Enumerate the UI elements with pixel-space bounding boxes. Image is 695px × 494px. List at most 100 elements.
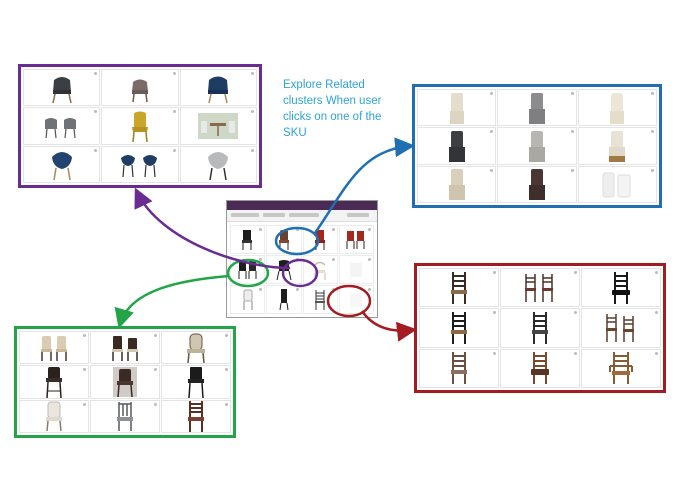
results-grid — [230, 225, 374, 314]
green-connector-arrow — [114, 274, 230, 329]
gray-accent-armchair-icon — [51, 76, 72, 103]
dark-side-chair-pair-icon — [112, 335, 138, 361]
beige-slipcover-chair-icon — [448, 169, 465, 201]
green-sku-5[interactable] — [90, 365, 160, 399]
purple-connector-arrow — [134, 187, 291, 270]
gray-organic-chair-icon — [208, 152, 229, 181]
leather-bar-stool-icon — [46, 366, 62, 398]
ladderback-side-chair-icon — [532, 311, 548, 344]
black-bar-stool-icon — [188, 366, 204, 398]
purple-sku-5[interactable] — [101, 107, 179, 145]
blue-sku-9[interactable] — [577, 165, 657, 203]
purple-sku-1[interactable] — [23, 69, 101, 107]
tufted-bar-chair-icon — [113, 366, 137, 398]
white-upholstered-chair-icon — [46, 401, 62, 432]
red-connector-arrow — [360, 310, 417, 342]
red-sku-4[interactable] — [419, 308, 499, 348]
purple-sku-3[interactable] — [179, 69, 257, 107]
black-dining-chair-icon — [241, 229, 252, 250]
navy-accent-armchair-icon — [208, 76, 229, 103]
light-gray-slipcover-chair-icon — [528, 130, 545, 162]
red-sku-9[interactable] — [581, 348, 661, 388]
white-side-chair-icon — [243, 289, 253, 310]
blue-sku-6[interactable] — [577, 127, 657, 165]
green-sku-7[interactable] — [19, 399, 89, 433]
green-sku-2[interactable] — [90, 331, 160, 365]
red-sku-5[interactable] — [500, 308, 580, 348]
green-sku-1[interactable] — [19, 331, 89, 365]
gray-armchair-pair-icon — [44, 117, 76, 139]
dark-chair-pair-icon — [238, 260, 257, 279]
red-sku-7[interactable] — [419, 348, 499, 388]
blue-sku-1[interactable] — [417, 89, 497, 127]
blue-sku-5[interactable] — [497, 127, 577, 165]
ladderback-chair-icon — [315, 289, 326, 310]
brown-seat-ladderback-icon — [531, 352, 549, 385]
purple-sku-2[interactable] — [101, 69, 179, 107]
result-sku-9[interactable] — [230, 285, 266, 314]
result-sku-11[interactable] — [302, 285, 338, 314]
placeholder-icon — [350, 292, 363, 307]
rustic-ladderback-icon — [451, 352, 467, 385]
dark-brown-slipcover-chair-icon — [528, 169, 545, 201]
red-highlight-ellipse — [326, 284, 372, 318]
cream-skirted-chair-icon — [609, 130, 626, 162]
result-sku-10[interactable] — [266, 285, 302, 314]
blue-connector-arrow — [313, 137, 415, 234]
green-sku-4[interactable] — [19, 365, 89, 399]
outdoor-dining-set-icon — [198, 112, 239, 139]
red-cluster-panel — [414, 263, 666, 393]
ladderback-set-icon — [606, 313, 634, 342]
purple-sku-4[interactable] — [23, 107, 101, 145]
result-sku-1[interactable] — [230, 225, 266, 254]
site-header-bar — [227, 201, 377, 210]
result-sku-4[interactable] — [338, 225, 374, 254]
filter-bar — [227, 210, 377, 222]
purple-sku-8[interactable] — [101, 145, 179, 183]
blue-sku-7[interactable] — [417, 165, 497, 203]
ladderback-armchair-icon — [609, 352, 633, 385]
blue-sku-4[interactable] — [417, 127, 497, 165]
cream-parsons-chair-icon — [610, 92, 625, 124]
green-sku-8[interactable] — [90, 399, 160, 433]
red-sku-3[interactable] — [581, 268, 661, 308]
white-slipcover-pair-icon — [602, 172, 631, 198]
beige-parsons-chair-icon — [449, 92, 464, 124]
upholstered-chair-pair-icon — [41, 335, 67, 361]
purple-highlight-ellipse — [281, 258, 319, 288]
navy-chair-pair-icon — [120, 155, 157, 178]
purple-sku-6[interactable] — [179, 107, 257, 145]
blue-highlight-ellipse — [274, 226, 320, 256]
gray-spindle-chair-icon — [117, 402, 133, 432]
blue-sku-8[interactable] — [497, 165, 577, 203]
gray-slipcover-chair-icon — [528, 92, 545, 124]
green-sku-6[interactable] — [161, 365, 231, 399]
caption-text: Explore Related clusters When user click… — [283, 79, 382, 139]
charcoal-slipcover-chair-icon — [448, 130, 465, 162]
placeholder-icon — [350, 262, 363, 277]
ladderback-chair-icon — [451, 271, 467, 304]
upholstered-armchair-icon — [187, 333, 205, 363]
green-sku-3[interactable] — [161, 331, 231, 365]
black-seat-ladderback-icon — [451, 311, 467, 344]
black-high-back-chair-icon — [279, 288, 289, 310]
red-sku-2[interactable] — [500, 268, 580, 308]
purple-cluster-panel — [18, 64, 262, 188]
green-highlight-ellipse — [226, 258, 270, 288]
black-ladderback-chair-icon — [612, 271, 630, 304]
blue-sku-3[interactable] — [577, 89, 657, 127]
blue-sku-2[interactable] — [497, 89, 577, 127]
red-sku-6[interactable] — [581, 308, 661, 348]
result-sku-8[interactable] — [338, 255, 374, 284]
red-sku-1[interactable] — [419, 268, 499, 308]
ladderback-chair-pair-icon — [525, 273, 553, 302]
tall-ladderback-chair-icon — [188, 401, 204, 432]
taupe-armchair-icon — [131, 79, 148, 102]
red-chair-pair-icon — [346, 230, 365, 249]
purple-sku-7[interactable] — [23, 145, 101, 183]
green-sku-9[interactable] — [161, 399, 231, 433]
purple-sku-9[interactable] — [179, 145, 257, 183]
red-sku-8[interactable] — [500, 348, 580, 388]
navy-organic-chair-icon — [51, 152, 72, 181]
